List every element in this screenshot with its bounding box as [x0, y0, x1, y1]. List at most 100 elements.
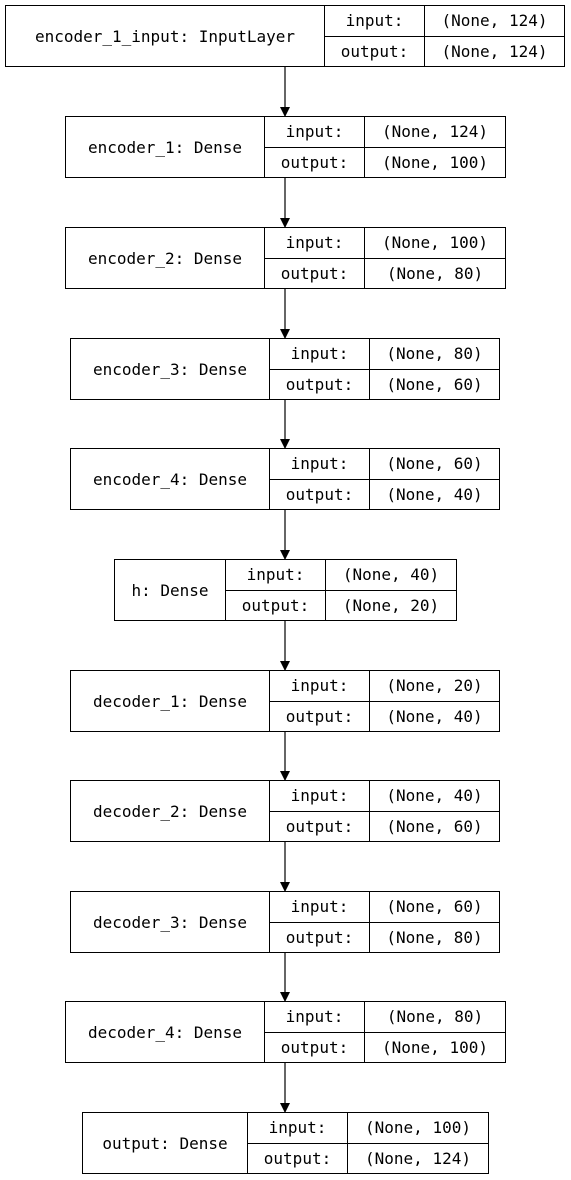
output-key: output:	[226, 590, 326, 620]
output-key: output:	[265, 147, 365, 177]
input-shape: (None, 40)	[386, 786, 483, 806]
layer-label: decoder_2: Dense	[71, 781, 270, 841]
input-row: input: (None, 124)	[265, 117, 505, 147]
output-shape: (None, 124)	[441, 41, 548, 61]
output-shape: (None, 80)	[386, 927, 483, 947]
output-row: output: (None, 124)	[248, 1142, 488, 1173]
output-shape: (None, 100)	[382, 1037, 488, 1057]
output-row: output: (None, 20)	[226, 589, 456, 620]
input-key: input:	[265, 117, 365, 147]
layer-label: output: Dense	[83, 1113, 248, 1173]
output-shape: (None, 20)	[342, 595, 440, 615]
input-key: input:	[270, 449, 370, 479]
input-row: input: (None, 20)	[270, 671, 499, 701]
output-row: output: (None, 60)	[270, 810, 499, 841]
input-row: input: (None, 80)	[265, 1002, 505, 1032]
layer-shapes: input: (None, 100) output: (None, 124)	[248, 1113, 488, 1173]
input-key: input:	[270, 671, 370, 701]
layer-shapes: input: (None, 100) output: (None, 80)	[265, 228, 505, 288]
output-key: output:	[325, 36, 425, 66]
input-key: input:	[265, 228, 365, 258]
input-shape: (None, 60)	[386, 454, 483, 474]
layer-label: h: Dense	[115, 560, 226, 620]
layer-shapes: input: (None, 60) output: (None, 40)	[270, 449, 499, 509]
output-key: output:	[265, 1032, 365, 1062]
input-row: input: (None, 100)	[265, 228, 505, 258]
input-row: input: (None, 60)	[270, 892, 499, 922]
output-row: output: (None, 100)	[265, 1031, 505, 1062]
input-key: input:	[265, 1002, 365, 1032]
output-key: output:	[270, 369, 370, 399]
input-row: input: (None, 40)	[226, 560, 456, 590]
layer-label: decoder_1: Dense	[71, 671, 270, 731]
output-shape: (None, 40)	[386, 706, 483, 726]
input-shape: (None, 80)	[386, 344, 483, 364]
input-shape: (None, 100)	[365, 1118, 471, 1138]
layer-label: decoder_3: Dense	[71, 892, 270, 952]
input-row: input: (None, 100)	[248, 1113, 488, 1143]
input-shape: (None, 40)	[342, 565, 440, 585]
input-key: input:	[226, 560, 326, 590]
output-row: output: (None, 40)	[270, 700, 499, 731]
output-key: output:	[248, 1143, 348, 1173]
layer-label: encoder_3: Dense	[71, 339, 270, 399]
output-key: output:	[270, 701, 370, 731]
output-key: output:	[270, 479, 370, 509]
output-key: output:	[265, 258, 365, 288]
input-shape: (None, 20)	[386, 676, 483, 696]
layer-label: decoder_4: Dense	[66, 1002, 265, 1062]
output-row: output: (None, 60)	[270, 368, 499, 399]
layer-shapes: input: (None, 60) output: (None, 80)	[270, 892, 499, 952]
layer-label: encoder_1_input: InputLayer	[6, 6, 325, 66]
input-key: input:	[248, 1113, 348, 1143]
output-shape: (None, 124)	[365, 1148, 471, 1168]
output-shape: (None, 40)	[386, 484, 483, 504]
output-row: output: (None, 80)	[270, 921, 499, 952]
layer-label: encoder_1: Dense	[66, 117, 265, 177]
input-key: input:	[270, 781, 370, 811]
output-shape: (None, 60)	[386, 816, 483, 836]
layer-shapes: input: (None, 80) output: (None, 60)	[270, 339, 499, 399]
layer-label: encoder_2: Dense	[66, 228, 265, 288]
output-row: output: (None, 124)	[325, 35, 564, 66]
output-shape: (None, 80)	[386, 263, 484, 283]
input-key: input:	[325, 6, 425, 36]
input-shape: (None, 124)	[441, 11, 548, 31]
output-key: output:	[270, 811, 370, 841]
input-row: input: (None, 40)	[270, 781, 499, 811]
layer-label: encoder_4: Dense	[71, 449, 270, 509]
output-shape: (None, 100)	[382, 152, 488, 172]
layer-shapes: input: (None, 40) output: (None, 20)	[226, 560, 456, 620]
output-key: output:	[270, 922, 370, 952]
input-shape: (None, 124)	[382, 122, 488, 142]
layer-shapes: input: (None, 124) output: (None, 124)	[325, 6, 564, 66]
layer-shapes: input: (None, 20) output: (None, 40)	[270, 671, 499, 731]
input-shape: (None, 80)	[386, 1007, 484, 1027]
layer-shapes: input: (None, 124) output: (None, 100)	[265, 117, 505, 177]
output-row: output: (None, 80)	[265, 257, 505, 288]
input-shape: (None, 100)	[382, 233, 488, 253]
layer-shapes: input: (None, 80) output: (None, 100)	[265, 1002, 505, 1062]
input-row: input: (None, 80)	[270, 339, 499, 369]
output-shape: (None, 60)	[386, 374, 483, 394]
input-key: input:	[270, 339, 370, 369]
output-row: output: (None, 40)	[270, 478, 499, 509]
input-shape: (None, 60)	[386, 897, 483, 917]
input-row: input: (None, 124)	[325, 6, 564, 36]
input-row: input: (None, 60)	[270, 449, 499, 479]
layer-shapes: input: (None, 40) output: (None, 60)	[270, 781, 499, 841]
input-key: input:	[270, 892, 370, 922]
